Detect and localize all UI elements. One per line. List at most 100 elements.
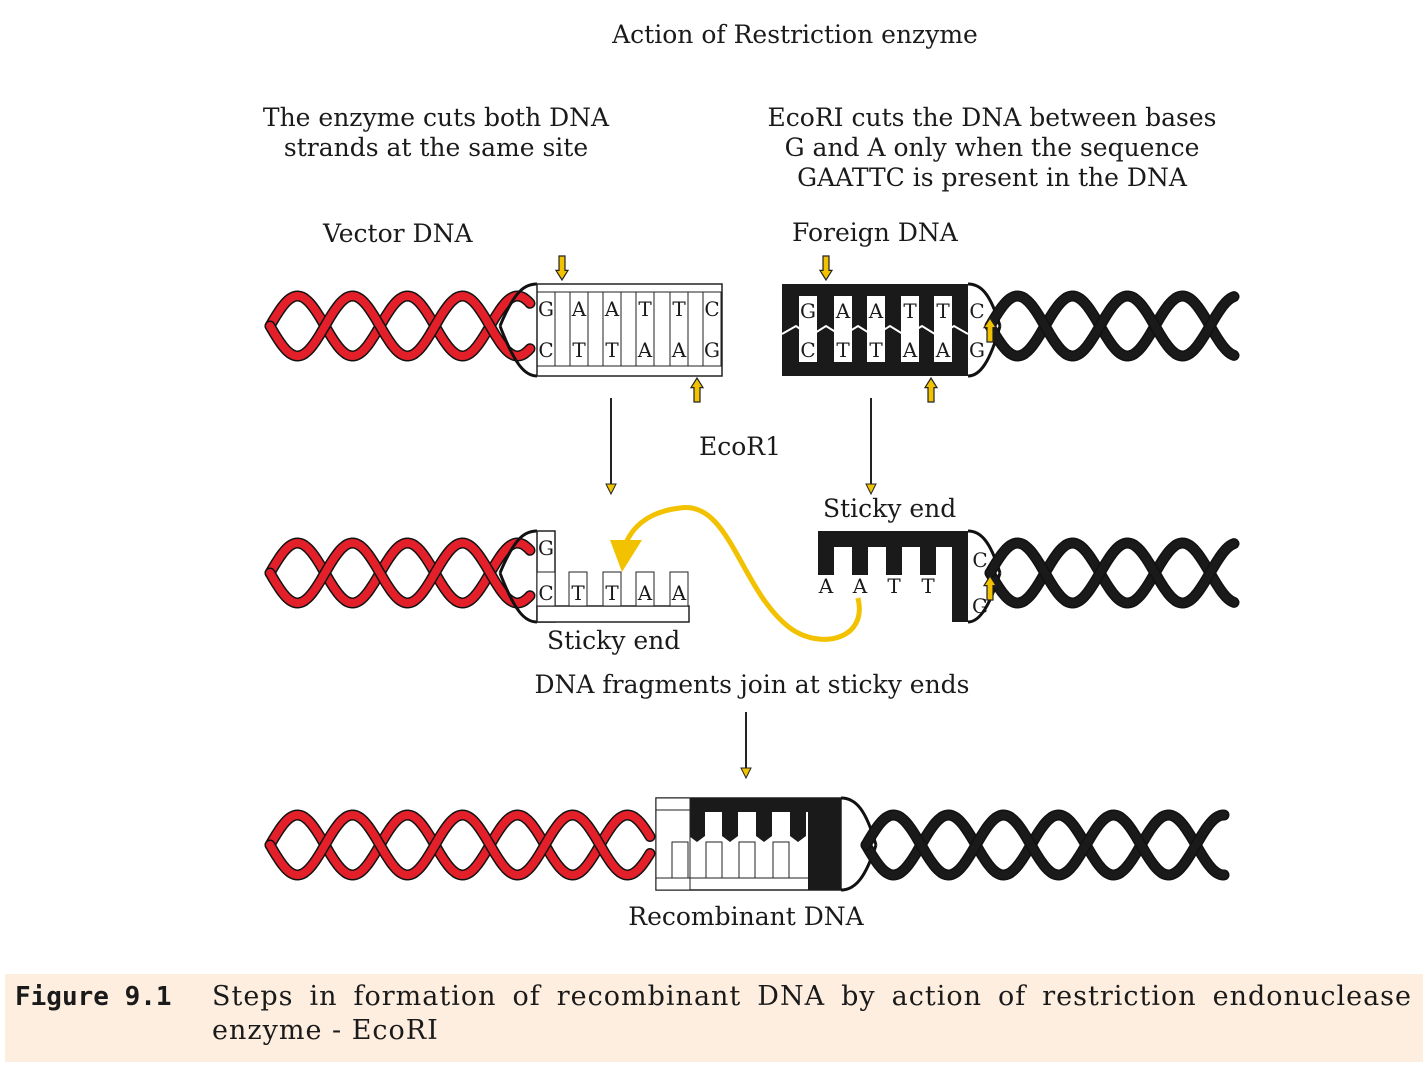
vector-sticky-base-top: G bbox=[538, 536, 554, 560]
recombinant-vector-base bbox=[671, 841, 689, 879]
foreign-sticky-base-letter: A bbox=[818, 574, 834, 598]
foreign-base-slot bbox=[867, 296, 885, 362]
recombinant-foreign-base bbox=[689, 812, 705, 842]
foreign-base-bottom: G bbox=[969, 338, 985, 362]
recombinant-dna-label: Recombinant DNA bbox=[628, 902, 864, 931]
figure-number: Figure 9.1 bbox=[15, 982, 172, 1012]
figure-caption: Figure 9.1 Steps in formation of recombi… bbox=[5, 974, 1423, 1062]
foreign-sticky-base bbox=[852, 547, 868, 575]
foreign-cut-arrow-side-shape bbox=[982, 316, 998, 343]
vector-base-bottom: T bbox=[605, 338, 619, 362]
foreign-sticky-base-letter: A bbox=[852, 574, 868, 598]
foreign-base-top: T bbox=[936, 299, 950, 323]
note-right-line-1: EcoRI cuts the DNA between bases bbox=[767, 103, 1217, 132]
foreign-dna-label: Foreign DNA bbox=[792, 218, 958, 247]
note-left-line-2: strands at the same site bbox=[283, 133, 589, 162]
vector-base-pair bbox=[669, 291, 689, 367]
foreign-sticky-base bbox=[886, 547, 902, 575]
foreign-sticky-stem bbox=[952, 547, 968, 622]
vector-base-bottom: C bbox=[538, 338, 553, 362]
foreign-sticky-backbone bbox=[818, 531, 968, 547]
foreign-cut-arrow-side bbox=[982, 316, 998, 343]
vector-sticky-base bbox=[602, 571, 622, 607]
foreign-helix-strand-back bbox=[986, 291, 1238, 361]
enzyme-label: EcoR1 bbox=[699, 432, 782, 461]
join-process-arrow bbox=[740, 712, 752, 780]
recombinant-foreign-helix bbox=[860, 809, 1230, 881]
foreign-base-top: G bbox=[800, 299, 816, 323]
sticky-end-label-vector: Sticky end bbox=[547, 626, 681, 655]
vector-cut-arrow-top-shape bbox=[554, 255, 570, 282]
foreign-sticky-arrow-shape bbox=[982, 574, 998, 601]
foreign-cut-helix-strand-back bbox=[986, 538, 1238, 608]
recombinant-vector-helix-strand-front bbox=[266, 810, 654, 880]
vector-cut-helix-strand-back bbox=[266, 538, 534, 608]
recombinant-foreign-helix-strand-front bbox=[862, 810, 1228, 880]
recombinant-foreign-base bbox=[722, 812, 738, 842]
vector-sticky-base-letter: C bbox=[538, 581, 553, 605]
foreign-cut-arrow-top bbox=[818, 255, 834, 282]
foreign-cut-zigzag bbox=[781, 324, 969, 338]
foreign-cut-helix bbox=[984, 537, 1240, 609]
foreign-sticky-base-letter: T bbox=[887, 574, 901, 598]
recombinant-foreign-top bbox=[690, 798, 841, 812]
vector-process-arrow bbox=[605, 398, 617, 496]
recombinant-foreign-base bbox=[790, 812, 806, 842]
recombinant-foreign-stem bbox=[808, 798, 841, 890]
foreign-cut-arrow-bottom bbox=[923, 376, 939, 403]
vector-bp-frame bbox=[536, 283, 723, 377]
vector-base-top: A bbox=[571, 297, 587, 321]
recombinant-vector-helix bbox=[264, 809, 656, 881]
recombinant-base-pairs bbox=[655, 797, 842, 891]
foreign-base-bottom: A bbox=[935, 338, 951, 362]
vector-base-bottom: G bbox=[704, 338, 720, 362]
join-curve-arrow bbox=[621, 505, 862, 642]
vector-sticky-backbone bbox=[536, 605, 690, 623]
recombinant-vector-base bbox=[738, 841, 756, 879]
foreign-base-slot bbox=[799, 296, 817, 362]
foreign-cut-arrow-bottom-shape bbox=[923, 376, 939, 403]
foreign-cut-helix-strand-front bbox=[986, 538, 1238, 608]
foreign-base-bottom: T bbox=[836, 338, 850, 362]
foreign-base-bottom: T bbox=[869, 338, 883, 362]
join-label: DNA fragments join at sticky ends bbox=[534, 670, 970, 699]
vector-sticky-base bbox=[568, 571, 588, 607]
vector-sticky-base-letter: T bbox=[571, 581, 585, 605]
vector-base-pair bbox=[602, 291, 622, 367]
foreign-base-bottom: A bbox=[902, 338, 918, 362]
foreign-base-top: C bbox=[969, 299, 984, 323]
vector-helix-strand-back bbox=[266, 291, 534, 361]
recombinant-foreign-helix-strand-back bbox=[862, 810, 1228, 880]
vector-base-top: A bbox=[604, 297, 620, 321]
vector-dna-label: Vector DNA bbox=[323, 219, 473, 248]
diagram-title: Action of Restriction enzyme bbox=[612, 20, 978, 49]
vector-base-top: T bbox=[638, 297, 652, 321]
foreign-sticky-base bbox=[818, 547, 834, 575]
foreign-base-slot bbox=[901, 296, 919, 362]
foreign-process-arrow bbox=[865, 398, 877, 496]
vector-sticky-base bbox=[669, 571, 689, 607]
foreign-base-bottom: C bbox=[800, 338, 815, 362]
vector-base-bottom: A bbox=[637, 338, 653, 362]
recombinant-foreign-base bbox=[756, 812, 772, 842]
foreign-base-slot bbox=[934, 296, 952, 362]
vector-sticky-base-letter: A bbox=[637, 581, 653, 605]
join-curve-arrowhead bbox=[610, 540, 642, 572]
vector-base-pair bbox=[702, 291, 722, 367]
vector-cut-helix bbox=[264, 537, 536, 609]
recombinant-vector-stem bbox=[655, 797, 691, 891]
foreign-helix bbox=[984, 290, 1240, 362]
join-process-arrow-head bbox=[740, 767, 752, 780]
foreign-base-slot bbox=[834, 296, 852, 362]
foreign-cut-arrow-top-shape bbox=[818, 255, 834, 282]
foreign-sticky-base bbox=[920, 547, 936, 575]
vector-sticky-base-letter: A bbox=[671, 581, 687, 605]
vector-helix-end-cap bbox=[498, 282, 538, 378]
vector-sticky-base bbox=[635, 571, 655, 607]
vector-base-top: C bbox=[704, 297, 719, 321]
